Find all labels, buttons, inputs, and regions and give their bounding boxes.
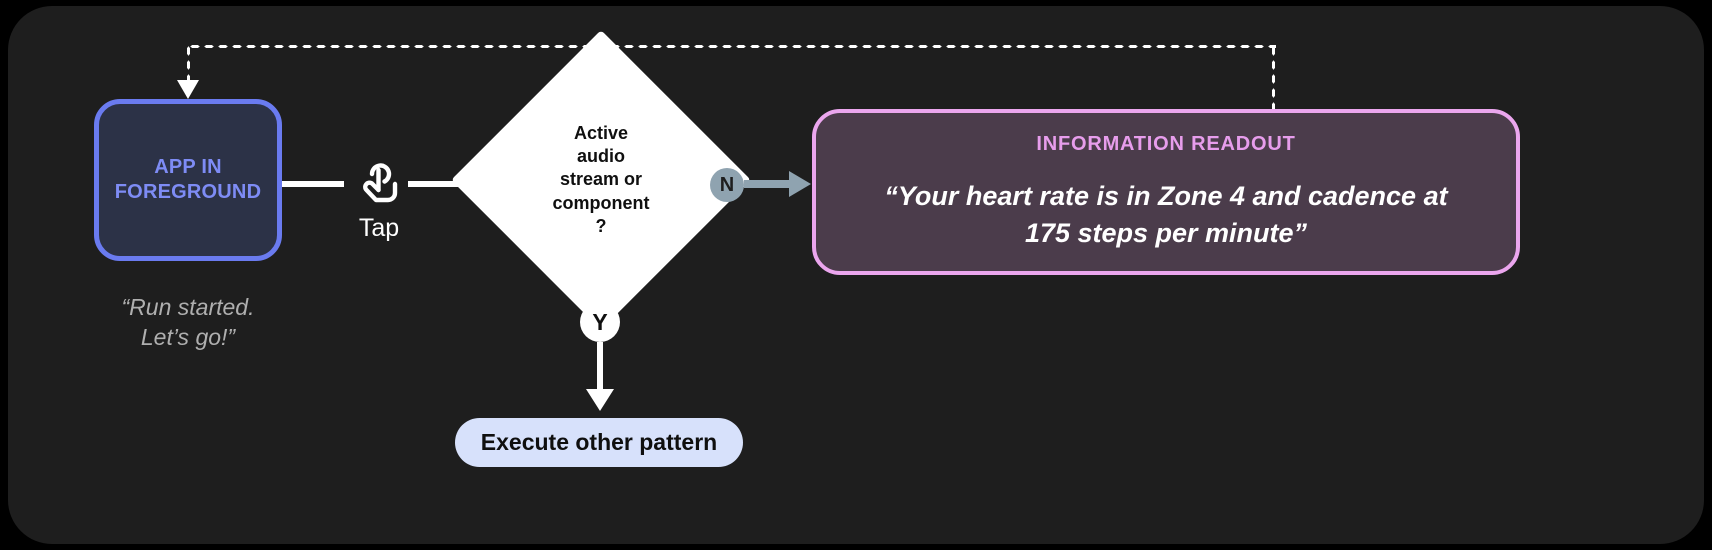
node-app-in-foreground-caption: “Run started. Let’s go!” bbox=[121, 294, 255, 351]
decision-node-label: Active audio stream or component ? bbox=[552, 123, 650, 236]
information-readout-title: INFORMATION READOUT bbox=[1036, 133, 1296, 156]
connector-no-to-readout bbox=[744, 180, 792, 188]
feedback-loop-top-segment bbox=[188, 44, 1276, 49]
branch-badge-no: N bbox=[710, 168, 744, 202]
information-readout-quote: “Your heart rate is in Zone 4 and cadenc… bbox=[884, 181, 1448, 248]
connector-yes-to-execute bbox=[597, 342, 603, 393]
connector-app-to-tap bbox=[282, 181, 344, 187]
decision-node-active-audio-stream[interactable]: Active audio stream or component ? bbox=[451, 30, 751, 330]
node-app-in-foreground[interactable]: APP IN FOREGROUND bbox=[94, 99, 282, 261]
branch-badge-yes: Y bbox=[580, 302, 620, 342]
connector-tap-to-decision bbox=[408, 181, 488, 187]
node-execute-other-pattern-label: Execute other pattern bbox=[480, 429, 718, 455]
feedback-loop-arrowhead-icon bbox=[177, 80, 199, 99]
tap-hand-icon bbox=[348, 152, 410, 214]
connector-decision-to-yes-badge bbox=[597, 284, 603, 302]
node-information-readout[interactable]: INFORMATION READOUT “Your heart rate is … bbox=[812, 109, 1520, 275]
tap-label: Tap bbox=[358, 214, 400, 242]
feedback-loop-left-segment bbox=[186, 44, 191, 86]
diagram-canvas: APP IN FOREGROUND “Run started. Let’s go… bbox=[8, 6, 1704, 544]
node-app-in-foreground-label: APP IN FOREGROUND bbox=[114, 156, 262, 203]
feedback-loop-right-segment bbox=[1271, 44, 1276, 110]
node-execute-other-pattern[interactable]: Execute other pattern bbox=[455, 418, 743, 467]
connector-yes-arrowhead-icon bbox=[586, 389, 614, 411]
connector-no-arrowhead-icon bbox=[789, 171, 811, 197]
